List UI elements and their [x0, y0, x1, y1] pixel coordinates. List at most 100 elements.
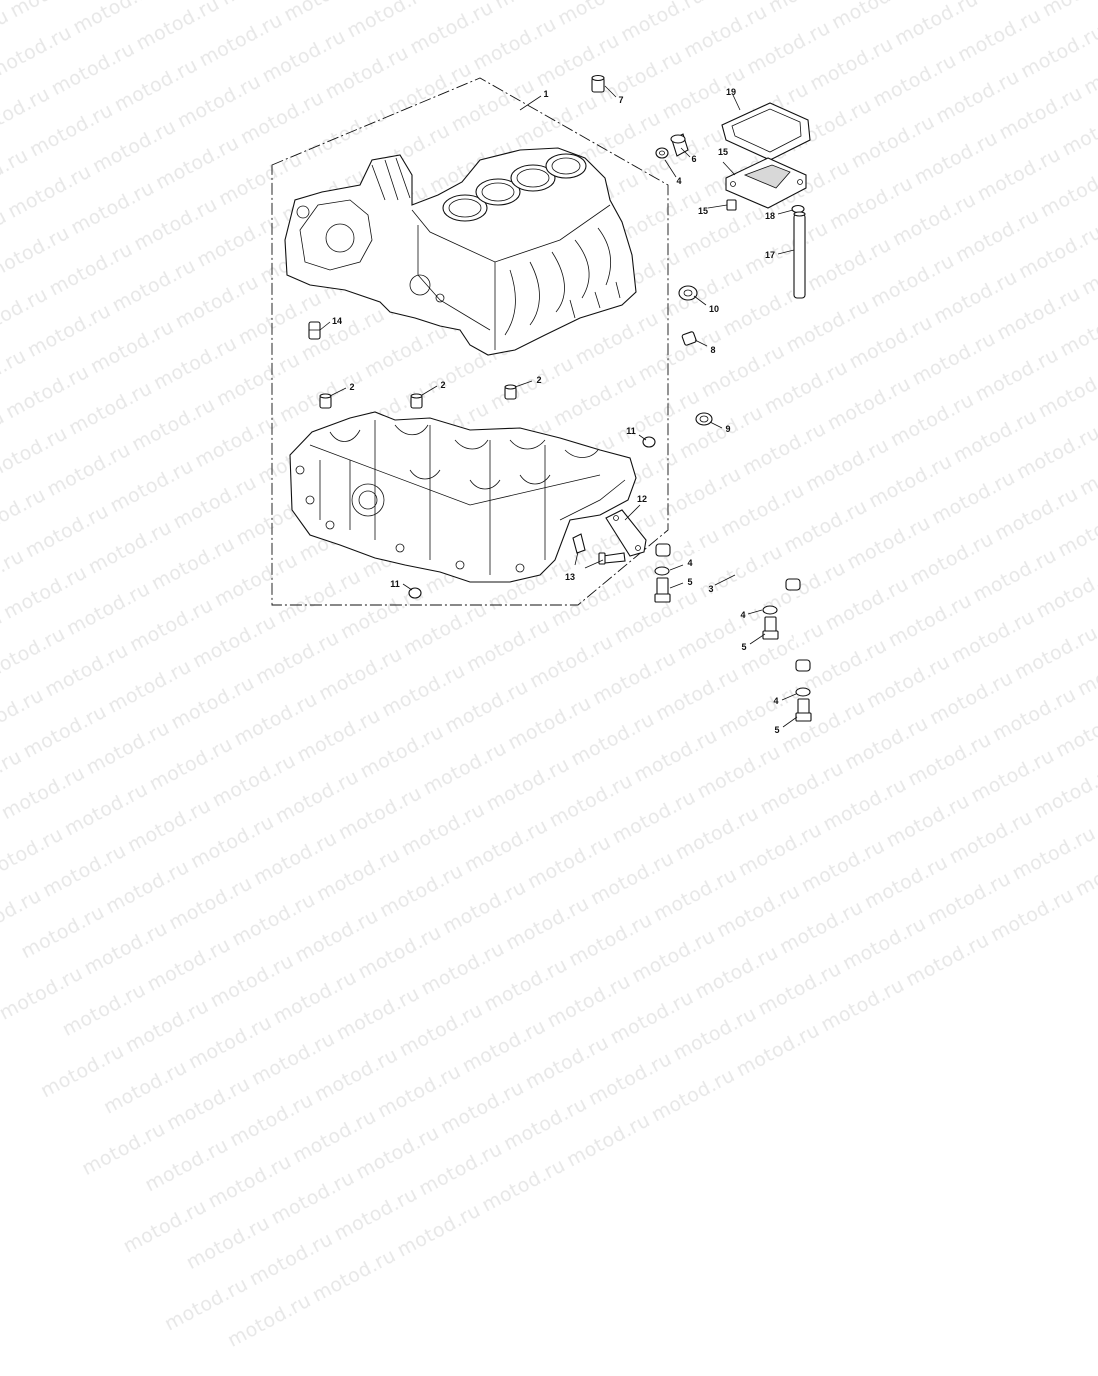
watermark-text: motod.ru — [313, 843, 404, 905]
watermark-text: motod.ru — [289, 1105, 380, 1167]
watermark-text: motod.ru — [331, 1183, 422, 1245]
watermark-text: motod.ru — [81, 917, 172, 979]
watermark-text: motod.ru — [270, 966, 361, 1028]
watermark-text: motod.ru — [607, 986, 698, 1048]
watermark-text: motod.ru — [394, 1199, 485, 1261]
watermark-text: motod.ru — [459, 1015, 550, 1077]
callout-4: 4 — [740, 610, 745, 620]
watermark-text: motod.ru — [839, 913, 930, 975]
o-ring-9 — [696, 413, 712, 425]
watermark-text: motod.ru — [39, 840, 130, 902]
watermark-text: motod.ru — [183, 1212, 274, 1274]
watermark-text: motod.ru — [902, 929, 993, 991]
watermark-text: motod.ru — [100, 1056, 191, 1118]
callout-3: 3 — [708, 584, 713, 594]
callout-2: 2 — [440, 380, 445, 390]
bolt-15 — [727, 200, 736, 210]
callout-18: 18 — [765, 211, 775, 221]
watermark-text: motod.ru — [163, 1073, 254, 1135]
callout-15: 15 — [718, 147, 728, 157]
callout-8: 8 — [710, 345, 715, 355]
watermark-text: motod.ru — [480, 954, 571, 1016]
plug-11-a — [643, 437, 655, 447]
bolt-13-a — [573, 534, 585, 553]
watermark-text: motod.ru — [417, 938, 508, 1000]
watermark-text: motod.ru — [268, 1167, 359, 1229]
watermark-text: motod.ru — [733, 1019, 824, 1081]
callout-9: 9 — [725, 424, 730, 434]
watermark-text: motod.ru — [161, 1273, 252, 1335]
watermark-text: motod.ru — [585, 1048, 676, 1110]
watermark-text: motod.ru — [291, 905, 382, 967]
watermark-text: motod.ru — [354, 921, 445, 983]
dowel-2-b — [411, 394, 422, 408]
tube-17 — [794, 212, 805, 298]
watermark-text: motod.ru — [0, 962, 87, 1024]
watermark-text: motod.ru — [165, 872, 256, 934]
callout-10: 10 — [709, 304, 719, 314]
dowel-14 — [309, 322, 320, 339]
watermark-text: motod.ru — [248, 1028, 339, 1090]
watermark-text: motod.ru — [478, 1154, 569, 1216]
callout-13: 13 — [565, 572, 575, 582]
watermark-text: motod.ru — [185, 1011, 276, 1073]
bolt-13-b — [599, 553, 625, 564]
watermark-text: motod.ru — [250, 827, 341, 889]
seal-10 — [679, 286, 697, 300]
watermark-text: motod.ru — [522, 1032, 613, 1094]
callout-1: 1 — [543, 89, 548, 99]
watermark-text: motod.ru — [713, 880, 804, 942]
watermark-text: motod.ru — [648, 1064, 739, 1126]
washer-4-a — [655, 567, 669, 575]
bolt-5-c — [796, 699, 811, 721]
watermark-text: motod.ru — [120, 1195, 211, 1257]
watermark-text: motod.ru — [309, 1244, 400, 1306]
watermark-text: motod.ru — [59, 979, 150, 1041]
bolt-5-a — [655, 578, 670, 602]
watermark-text: motod.ru — [987, 884, 1078, 946]
watermark-text: motod.ru — [524, 831, 615, 893]
watermark-text: motod.ru — [37, 1040, 128, 1102]
watermark-text: motod.ru — [439, 876, 530, 938]
watermark-text: motod.ru — [544, 970, 635, 1032]
watermark-text: motod.ru — [735, 819, 826, 881]
watermark-text: motod.ru — [587, 847, 678, 909]
watermark-text: motod.ru — [122, 995, 213, 1057]
callout-15: 15 — [698, 206, 708, 216]
dowel-pin-7 — [592, 76, 604, 93]
watermark-text: motod.ru — [565, 909, 656, 971]
watermark-text: motod.ru — [396, 999, 487, 1061]
gasket-19 — [722, 103, 810, 160]
callout-2: 2 — [536, 375, 541, 385]
callout-4: 4 — [773, 696, 778, 706]
watermark-text: motod.ru — [226, 1089, 317, 1151]
watermark-text: motod.ru — [144, 934, 235, 996]
watermark-text: motod.ru — [1009, 822, 1098, 884]
breather-cover-15 — [726, 158, 806, 208]
watermark-text: motod.ru — [502, 892, 593, 954]
dowel-8 — [682, 331, 697, 345]
watermark-text: motod.ru — [415, 1138, 506, 1200]
watermark-text: motod.ru — [228, 889, 319, 951]
watermark-text: motod.ru — [861, 851, 952, 913]
watermark-text: motod.ru — [817, 974, 908, 1036]
watermark-text: motod.ru — [141, 1134, 232, 1196]
callout-5: 5 — [687, 577, 692, 587]
callout-7: 7 — [618, 95, 623, 105]
watermark-text: motod.ru — [207, 950, 298, 1012]
watermark-text: motod.ru — [798, 835, 889, 897]
dowel-2-c — [505, 385, 516, 399]
callout-6: 6 — [691, 154, 696, 164]
callout-4: 4 — [687, 558, 692, 568]
callout-4: 4 — [676, 176, 681, 186]
callout-14: 14 — [332, 316, 342, 326]
watermark-text: motod.ru — [628, 925, 719, 987]
watermark-text: motod.ru — [374, 1060, 465, 1122]
watermark-text: motod.ru — [1072, 839, 1098, 901]
watermark-text: motod.ru — [437, 1077, 528, 1139]
bolt-5-b — [763, 617, 778, 639]
crankcase-drawing: 1 2 2 2 3 4 4 4 4 5 5 5 6 7 8 9 10 11 11… — [0, 0, 1098, 824]
watermark-text: motod.ru — [691, 941, 782, 1003]
callout-17: 17 — [765, 250, 775, 260]
